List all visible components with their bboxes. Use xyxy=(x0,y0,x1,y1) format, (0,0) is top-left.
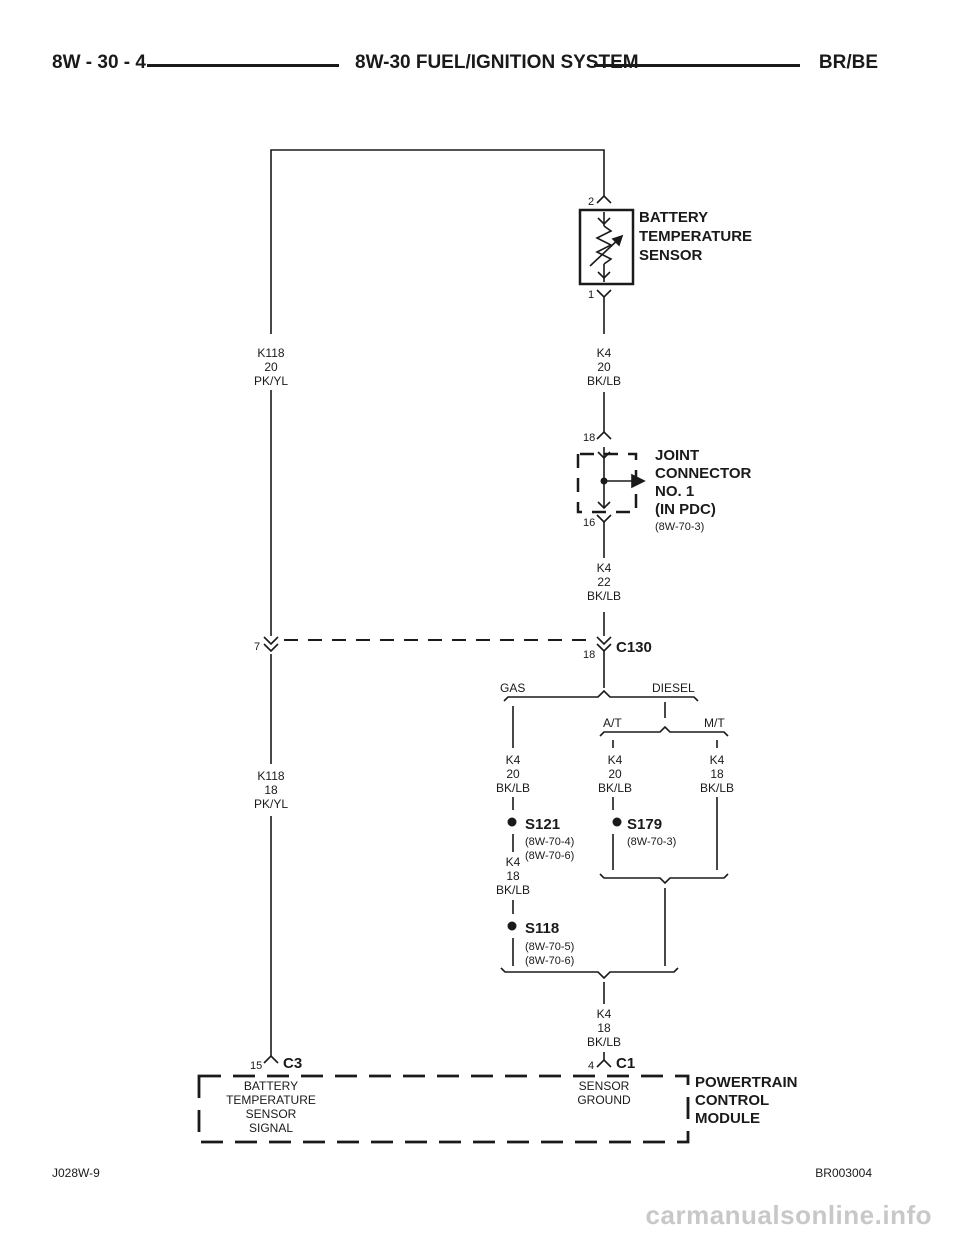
header-page-number: 8W - 30 - 4 xyxy=(52,52,146,73)
pcm-c3-signal-line-2: TEMPERATURE xyxy=(226,1093,316,1107)
sensor-pin-1: 1 xyxy=(588,289,594,301)
battery-temperature-sensor-box xyxy=(578,208,635,286)
splice-s179-ref-1: (8W-70-3) xyxy=(627,836,676,848)
wire-k4-bottom-color: BK/LB xyxy=(587,1035,621,1049)
sensor-name-line-2: TEMPERATURE xyxy=(639,228,752,245)
splice-s121-name: S121 xyxy=(525,816,560,833)
pcm-name-line-1: POWERTRAIN xyxy=(695,1074,798,1091)
c130-pin-18: 18 xyxy=(583,649,595,661)
header-rule-right xyxy=(594,64,800,67)
sensor-name-line-1: BATTERY xyxy=(639,209,708,226)
at-mt-merge-bracket xyxy=(599,873,729,885)
wire-k4-at-gauge: 20 xyxy=(608,767,622,781)
header-title: 8W-30 FUEL/IGNITION SYSTEM xyxy=(355,52,639,73)
splice-s118-ref-1: (8W-70-5) xyxy=(525,941,574,953)
wire-k118-lower-color: PK/YL xyxy=(254,797,288,811)
joint-connector-name-line-2: CONNECTOR xyxy=(655,465,752,482)
wire-k118-upper-gauge: 20 xyxy=(264,360,278,374)
wire-k118-lower-circuit: K118 xyxy=(257,769,284,783)
sensor-name-line-3: SENSOR xyxy=(639,247,703,264)
joint-connector-junction xyxy=(600,477,608,485)
wire-k4-upper-color: BK/LB xyxy=(587,374,621,388)
c130-connector-name: C130 xyxy=(616,639,652,656)
wire-k4-at-color: BK/LB xyxy=(598,781,632,795)
wire-k4-s121-color: BK/LB xyxy=(496,883,530,897)
splice-s179-dot xyxy=(612,817,622,827)
pcm-c1-connector: C1 xyxy=(616,1055,635,1072)
wire-k118-loop xyxy=(270,149,605,334)
wire-k118-upper-circuit: K118 xyxy=(257,346,284,360)
wire-k4-s121-gauge: 18 xyxy=(506,869,520,883)
option-at-label: A/T xyxy=(603,716,622,730)
gas-diesel-option-bracket xyxy=(503,689,699,702)
footer-left-code: J028W-9 xyxy=(52,1166,100,1180)
wire-k4-gas-circuit: K4 xyxy=(506,753,521,767)
splice-s118-name: S118 xyxy=(525,920,559,937)
wire-k118-lower-gauge: 18 xyxy=(264,783,278,797)
joint-connector-ref: (8W-70-3) xyxy=(655,521,704,533)
wire-k4-at-circuit: K4 xyxy=(608,753,623,767)
option-diesel-label: DIESEL xyxy=(652,681,695,695)
pcm-c1-signal-line-2: GROUND xyxy=(577,1093,631,1107)
joint-connector-box xyxy=(576,452,638,514)
pcm-c3-connector: C3 xyxy=(283,1055,302,1072)
header-rule-left xyxy=(147,64,339,67)
powertrain-control-module-box xyxy=(197,1074,690,1144)
wire-k4-bottom-gauge: 18 xyxy=(597,1021,611,1035)
splice-s121-ref-2: (8W-70-6) xyxy=(525,850,574,862)
pcm-c1-pin: 4 xyxy=(588,1060,594,1072)
splice-s118-dot xyxy=(507,921,517,931)
joint-connector-pin-18: 18 xyxy=(583,432,595,444)
pcm-name-line-3: MODULE xyxy=(695,1110,760,1127)
pcm-c3-pin: 15 xyxy=(250,1060,262,1072)
wire-k4-mid-color: BK/LB xyxy=(587,589,621,603)
sensor-pin-top-mark xyxy=(596,194,612,204)
pcm-name-line-2: CONTROL xyxy=(695,1092,769,1109)
wire-k4-upper-circuit: K4 xyxy=(597,346,612,360)
header-model: BR/BE xyxy=(818,52,878,73)
wire-k4-upper-gauge: 20 xyxy=(597,360,611,374)
gas-diesel-merge-bracket xyxy=(500,967,679,980)
wire-k4-mt-color: BK/LB xyxy=(700,781,734,795)
option-gas-label: GAS xyxy=(500,681,525,695)
pcm-c3-signal-line-4: SIGNAL xyxy=(249,1121,293,1135)
splice-s118-ref-2: (8W-70-6) xyxy=(525,955,574,967)
joint-connector-name-line-3: NO. 1 xyxy=(655,483,694,500)
pcm-c3-signal-line-1: BATTERY xyxy=(244,1079,298,1093)
wire-k4-bottom-circuit: K4 xyxy=(597,1007,612,1021)
wire-k4-s121-circuit: K4 xyxy=(506,855,521,869)
splice-s121-dot xyxy=(507,817,517,827)
splice-s179-name: S179 xyxy=(627,816,662,833)
joint-connector-name-line-4: (IN PDC) xyxy=(655,501,716,518)
wire-k4-mid-circuit: K4 xyxy=(597,561,612,575)
wire-k4-gas-color: BK/LB xyxy=(496,781,530,795)
watermark-text: carmanualsonline.info xyxy=(645,1200,932,1230)
sensor-pin-bottom-mark xyxy=(596,289,612,299)
option-mt-label: M/T xyxy=(704,716,725,730)
joint-connector-name-line-1: JOINT xyxy=(655,447,699,464)
wire-k4-gas-gauge: 20 xyxy=(506,767,520,781)
joint-connector-pin-16: 16 xyxy=(583,517,595,529)
wire-k4-mid-gauge: 22 xyxy=(597,575,611,589)
at-mt-option-bracket xyxy=(599,725,729,737)
pcm-c1-signal-line-1: SENSOR xyxy=(579,1079,630,1093)
thermistor-symbol xyxy=(595,225,613,265)
sensor-pin-2: 2 xyxy=(588,196,594,208)
wire-k4-mt-gauge: 18 xyxy=(710,767,724,781)
page-header: 8W - 30 - 4 8W-30 FUEL/IGNITION SYSTEM B… xyxy=(0,52,960,88)
wire-k4-mt-circuit: K4 xyxy=(710,753,725,767)
wire-k118-upper-color: PK/YL xyxy=(254,374,288,388)
splice-s121-ref-1: (8W-70-4) xyxy=(525,836,574,848)
c130-pin-7: 7 xyxy=(254,641,260,653)
pcm-c3-signal-line-3: SENSOR xyxy=(246,1107,297,1121)
footer-right-code: BR003004 xyxy=(815,1166,872,1180)
